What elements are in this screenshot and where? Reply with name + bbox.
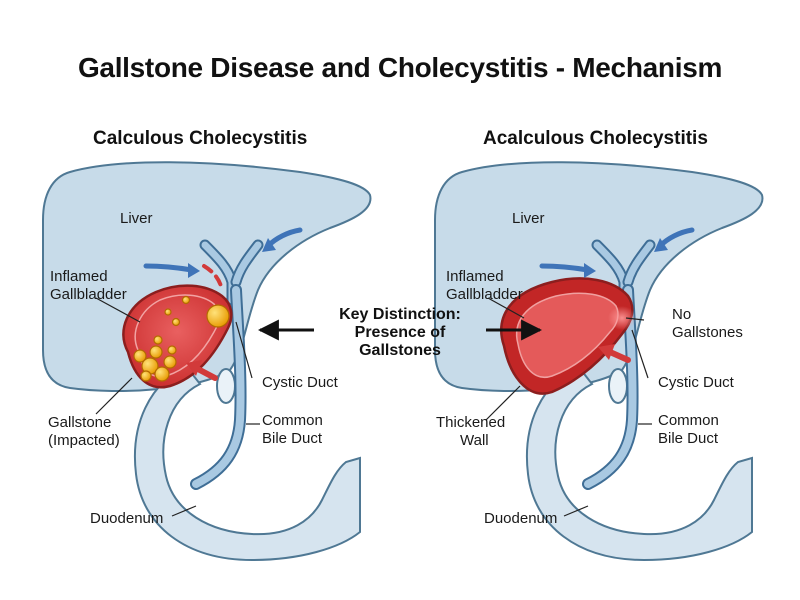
key-distinction-note: Key Distinction: Presence of Gallstones: [318, 306, 482, 360]
gallstone: [149, 345, 163, 359]
label-common-bile-duct-right: Common Bile Duct: [658, 412, 719, 447]
label-thickened-wall: Thickened Wall: [436, 414, 506, 449]
duodenum-lumen: [216, 368, 236, 404]
label-liver-right: Liver: [512, 210, 545, 227]
panel-acalculous: [434, 161, 764, 562]
gallstones-group: [133, 295, 230, 382]
obstruction-mark: [202, 264, 224, 292]
page-title: Gallstone Disease and Cholecystitis - Me…: [77, 52, 723, 83]
duodenum-shape: [526, 364, 753, 562]
duodenum-lumen: [608, 368, 628, 404]
gallstone: [181, 295, 191, 305]
gallstone: [167, 345, 177, 355]
gallstone: [163, 355, 177, 369]
gallstone: [140, 370, 152, 382]
label-cystic-duct-right: Cystic Duct: [658, 374, 734, 391]
label-no-gallstones: No Gallstones: [672, 306, 743, 341]
bile-duct-tree: [190, 239, 264, 490]
flow-arrowhead-icon: [584, 263, 596, 278]
gallstone: [154, 366, 170, 382]
pressure-arrow-icon: [193, 365, 218, 381]
label-liver-left: Liver: [120, 210, 153, 227]
gallstone: [206, 304, 230, 328]
gallstone: [153, 335, 163, 345]
key-distinction-line1: Key Distinction:: [339, 306, 461, 323]
panel-title-calculous: Calculous Cholecystitis: [93, 128, 308, 149]
panel-calculous: [42, 161, 372, 562]
key-distinction-line3: Gallstones: [359, 342, 441, 359]
label-gallbladder-left: Inflamed Gallbladder: [50, 268, 127, 303]
inflammation-glow: [608, 306, 636, 330]
pressure-arrow-icon: [607, 349, 631, 363]
gallstone: [171, 317, 181, 327]
label-gallbladder-right: Inflamed Gallbladder: [446, 268, 523, 303]
flow-arrowhead-icon: [262, 238, 276, 252]
gallstone: [133, 349, 147, 363]
flow-arrowhead-icon: [188, 263, 200, 278]
label-gallstone-left: Gallstone (Impacted): [48, 414, 120, 449]
panel-title-acalculous: Acalculous Cholecystitis: [483, 128, 708, 149]
label-duodenum-right: Duodenum: [484, 510, 558, 527]
pressure-arrows: [186, 344, 631, 381]
pressure-arrowhead-icon: [598, 344, 615, 360]
bile-flow-arrows: [143, 227, 695, 278]
label-cystic-duct-left: Cystic Duct: [262, 374, 338, 391]
label-common-bile-duct-left: Common Bile Duct: [262, 412, 323, 447]
gallstone: [164, 308, 172, 316]
label-duodenum-left: Duodenum: [90, 510, 164, 527]
key-distinction-line2: Presence of: [354, 324, 446, 341]
flow-arrowhead-icon: [654, 238, 668, 252]
leader-lines: [95, 297, 652, 517]
pressure-arrowhead-icon: [186, 360, 202, 376]
duodenum-shape: [134, 364, 361, 562]
